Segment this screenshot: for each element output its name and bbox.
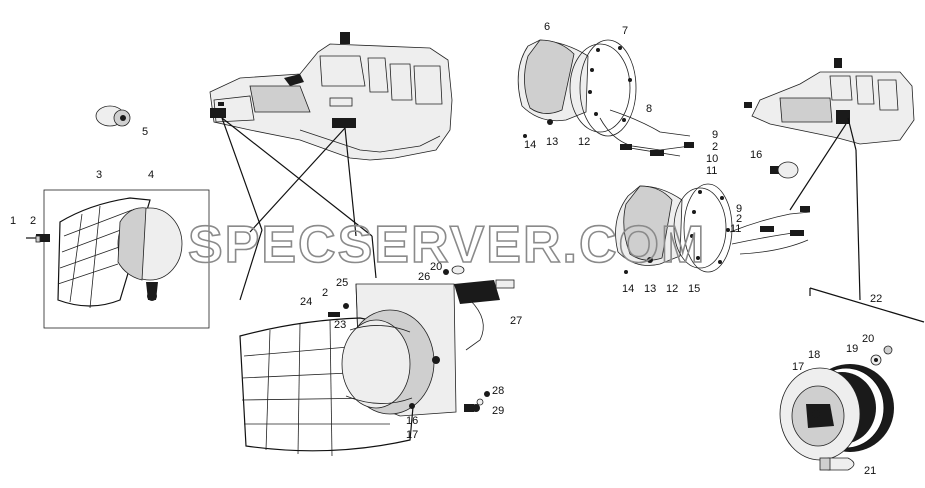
callout-3: 3: [96, 169, 102, 181]
callout-27: 27: [510, 315, 522, 327]
callout-26: 26: [418, 271, 430, 283]
callout-29: 29: [492, 405, 504, 417]
callout-28: 28: [492, 385, 504, 397]
callout-22: 22: [870, 293, 882, 305]
callout-11: 11: [706, 165, 717, 177]
callout-9: 9: [712, 129, 718, 141]
small-fasteners: [476, 391, 490, 406]
bracket-22: [809, 287, 925, 323]
sidelight-assembly-lower: [615, 183, 811, 274]
headlamp-guard-assembly: [26, 189, 210, 329]
callout-5: 5: [142, 126, 148, 138]
callout-12-lower: 12: [666, 283, 678, 295]
callout-17-bottom: 17: [406, 429, 418, 441]
callout-20-right: 20: [862, 333, 874, 345]
callout-2-upper: 2: [712, 141, 718, 153]
callout-14: 14: [524, 139, 536, 151]
leader-lines-vehicle: [221, 117, 377, 301]
callout-25: 25: [336, 277, 348, 289]
vehicle-front-view: [209, 32, 453, 161]
callout-6: 6: [544, 21, 550, 33]
callout-17-right: 17: [792, 361, 804, 373]
bulb-socket-part-5: [95, 105, 131, 127]
sidelight-assembly-upper: [517, 39, 694, 157]
tail-lamp-assembly: [779, 345, 894, 471]
callout-11-lower: 11: [730, 223, 741, 235]
callout-23: 23: [334, 319, 346, 331]
callout-20: 20: [430, 261, 442, 273]
watermark-text: SPECSERVER.COM: [188, 216, 706, 274]
callout-14-lower: 14: [622, 283, 634, 295]
callout-1: 1: [10, 215, 16, 227]
callout-19: 19: [846, 343, 858, 355]
callout-13-lower: 13: [644, 283, 656, 295]
callout-18: 18: [808, 349, 820, 361]
callout-labels: 1 2 3 4 5 6 7 8 9 2 10 11 12 13 14 16 9 …: [10, 21, 882, 477]
callout-2: 2: [30, 215, 36, 227]
callout-4: 4: [148, 169, 154, 181]
callout-24: 24: [300, 296, 312, 308]
vehicle-rear-view: [744, 58, 915, 301]
callout-8: 8: [646, 103, 652, 115]
callout-15: 15: [688, 283, 700, 295]
callout-10: 10: [706, 153, 718, 165]
headlamp-bracket-assembly: [239, 265, 515, 457]
callout-21: 21: [864, 465, 876, 477]
callout-2-lower: 2: [736, 213, 742, 225]
callout-16-bottom: 16: [406, 415, 418, 427]
callout-16: 16: [750, 149, 762, 161]
bulb-holder-part-16: [770, 161, 799, 179]
callout-2-bottom: 2: [322, 287, 328, 299]
callout-12: 12: [578, 136, 590, 148]
callout-9-lower: 9: [736, 203, 742, 215]
callout-13: 13: [546, 136, 558, 148]
callout-7: 7: [622, 25, 628, 37]
